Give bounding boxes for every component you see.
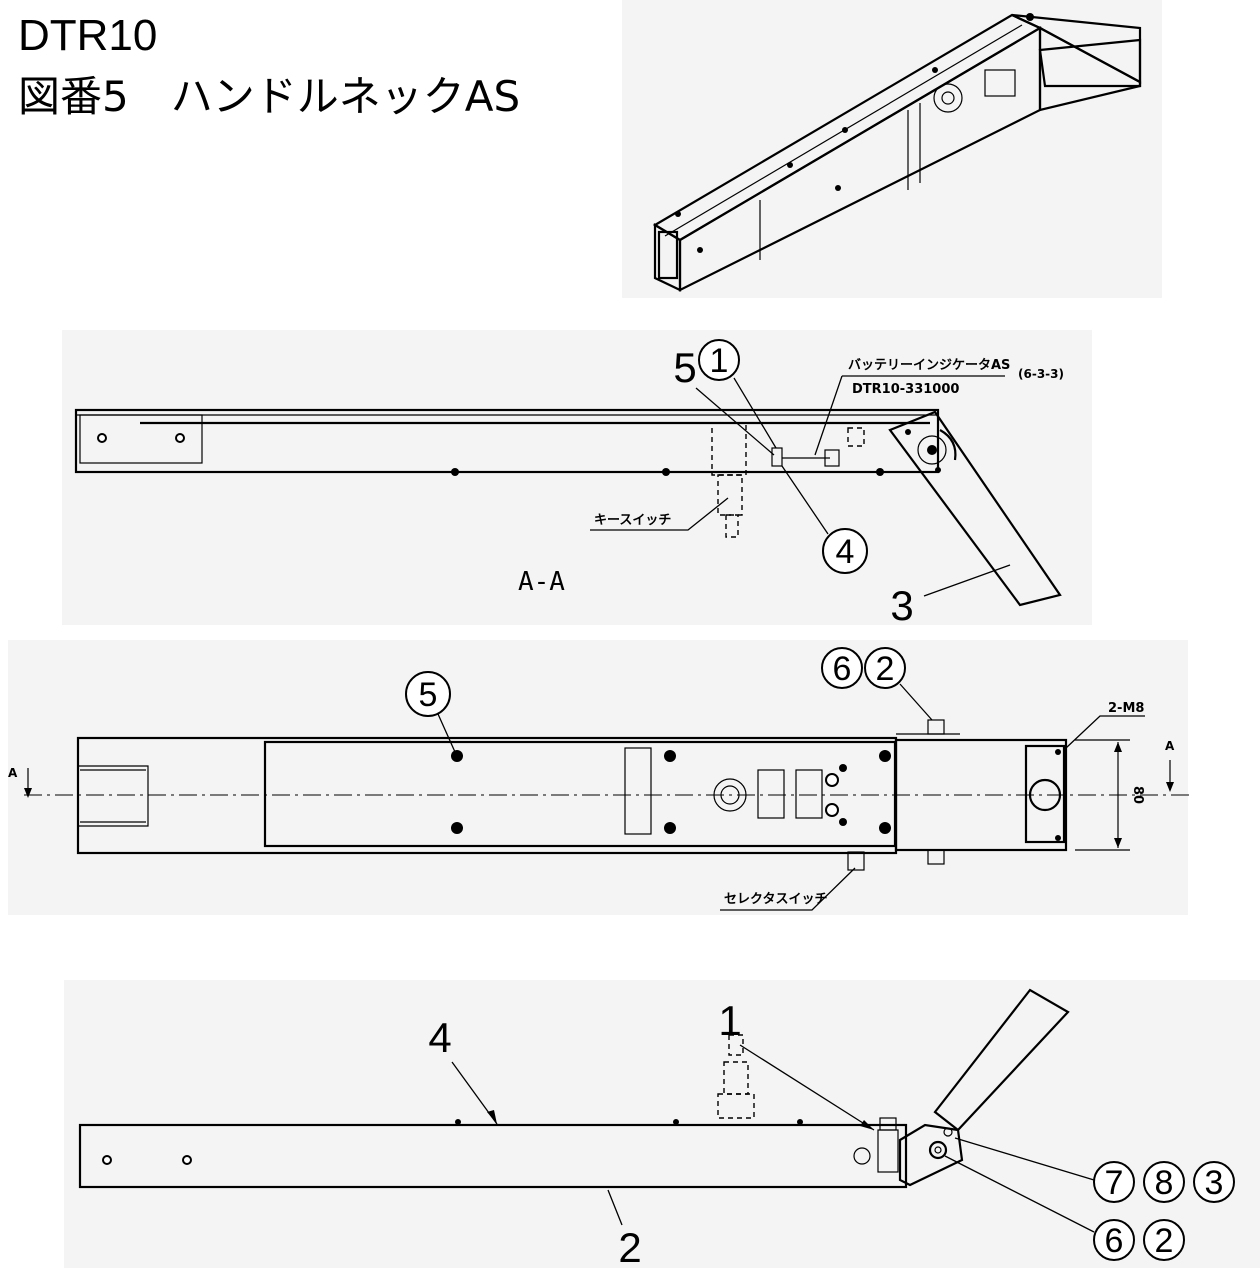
leader-3 (923, 564, 1011, 597)
callout-1: 1 (710, 342, 729, 380)
callout-2b-side: 2 (1155, 1222, 1174, 1260)
callout-5-label: 5 (673, 344, 696, 391)
callout-bubble-2 (864, 647, 906, 689)
leader-7-8-3 (954, 1137, 1095, 1181)
leader-2-side (607, 1189, 623, 1226)
battery-leader (814, 375, 843, 456)
callout-8: 8 (1155, 1164, 1174, 1202)
bolt-spec: 2-M8 (1108, 701, 1144, 716)
callout-6-side: 6 (1105, 1222, 1124, 1260)
callout-5: 5 (419, 676, 438, 714)
callout-4-side: 4 (428, 1014, 451, 1061)
callout-1-side: 1 (718, 997, 741, 1044)
leader-4 (781, 465, 829, 535)
callout-7: 7 (1105, 1164, 1124, 1202)
section-mark-left: A (8, 766, 18, 780)
drawing-number-title: 図番5 ハンドルネックAS (18, 72, 521, 121)
callout-bubble-7 (1093, 1161, 1135, 1203)
callout-3: 3 (1205, 1164, 1224, 1202)
topview-bg (8, 640, 1188, 915)
section-name: A-A (518, 567, 565, 597)
top-view: 80 2-M8 A A 6 2 5 セレクタスイッチ (8, 647, 1190, 911)
bolt-spec-leader (1065, 715, 1145, 749)
leader-6-2 (899, 683, 933, 721)
callout-bubble-3 (1193, 1161, 1235, 1203)
selector-switch-leader (720, 867, 856, 911)
callout-6: 6 (833, 650, 852, 688)
isometric-view (652, 13, 1142, 292)
callout-bubble-6 (821, 647, 863, 689)
drawing-title: DTR10 図番5 ハンドルネックAS (18, 8, 520, 130)
key-switch-label: キースイッチ (594, 513, 671, 528)
leader-5 (695, 387, 775, 456)
leader-1 (733, 377, 777, 449)
model-name: DTR10 (18, 11, 158, 60)
battery-ref-no: (6-3-3) (1018, 367, 1064, 381)
callout-bubble-1 (698, 339, 740, 381)
leader-1-side (739, 1044, 875, 1131)
selector-switch-label: セレクタスイッチ (724, 892, 827, 907)
side-view: 4 1 2 7 8 3 6 2 (78, 988, 1235, 1270)
callout-2: 2 (876, 650, 895, 688)
leader-5-top (437, 713, 456, 753)
callout-bubble-6-side (1093, 1219, 1135, 1261)
callout-2-side: 2 (618, 1224, 641, 1270)
battery-indicator-label: バッテリーインジケータAS (848, 358, 1010, 373)
callout-bubble-5 (405, 671, 451, 717)
battery-indicator-part-no: DTR10-331000 (852, 382, 959, 397)
key-switch-leader (590, 497, 729, 531)
callout-4: 4 (836, 533, 855, 571)
isometric-bg (622, 0, 1162, 298)
dimension-80: 80 (1130, 786, 1145, 804)
callout-bubble-8 (1143, 1161, 1185, 1203)
section-mark-right: A (1165, 739, 1175, 753)
leader-6-2-side (944, 1155, 1095, 1233)
section-bg (62, 330, 1092, 625)
callout-bubble-2b-side (1143, 1219, 1185, 1261)
section-view-a-a: 1 5 4 3 バッテリーインジケータAS DTR10-331000 (6-3-… (74, 339, 1064, 629)
callout-bubble-4 (822, 528, 868, 574)
callout-3-label: 3 (890, 582, 913, 629)
